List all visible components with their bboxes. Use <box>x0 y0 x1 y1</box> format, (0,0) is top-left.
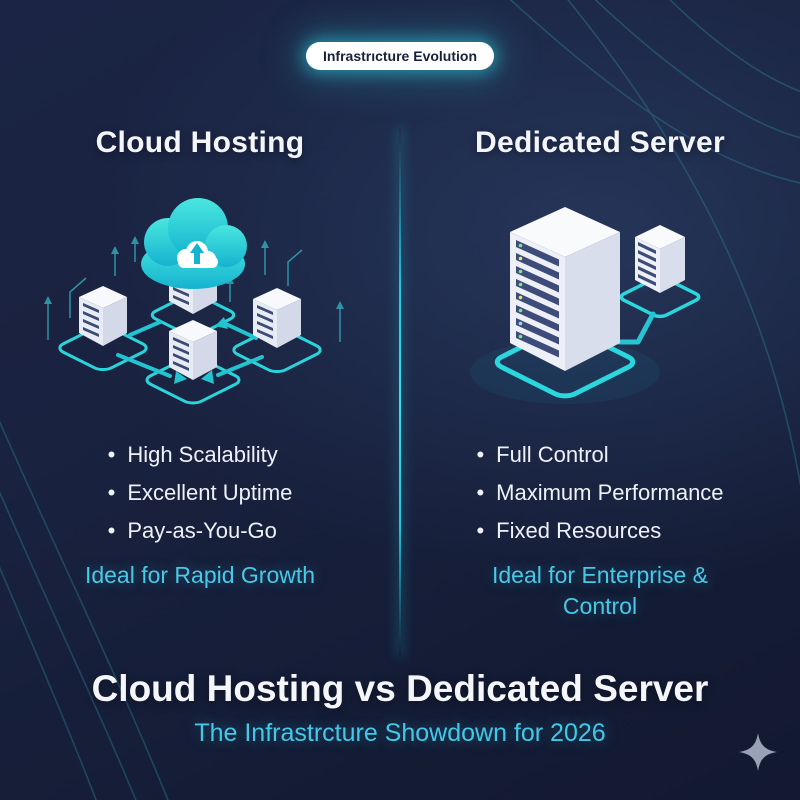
big-server-tower <box>510 207 620 371</box>
small-server-box <box>635 225 685 293</box>
feature-item: Fixed Resources <box>476 512 723 550</box>
cloud-ideal-text: Ideal for Rapid Growth <box>84 562 316 588</box>
feature-item: Excellent Uptime <box>108 474 292 512</box>
feature-item: Pay-as-You-Go <box>108 512 293 550</box>
cloud-network-icon <box>0 180 400 410</box>
badge-label: Infrastrıcture Evolution <box>322 48 478 64</box>
sparkle-icon <box>739 733 777 771</box>
footer-subtitle: The Infrastrcture Showdown for 2026 <box>194 719 606 747</box>
cloud-hosting-column: Cloud Hosting <box>0 118 400 622</box>
feature-item: Full Control <box>476 436 723 474</box>
cloud-hosting-title: Cloud Hosting <box>95 126 305 159</box>
dedicated-ideal-text: Ideal for Enterprise & Control <box>491 562 709 619</box>
footer: Cloud Hosting vs Dedicated Server The In… <box>0 668 800 748</box>
cloud-upload-icon <box>141 198 247 289</box>
cloud-feature-list: High Scalability Excellent Uptime Pay-as… <box>108 436 293 550</box>
feature-item: Maximum Performance <box>476 474 723 512</box>
dedicated-server-title: Dedicated Server <box>475 126 725 159</box>
dedicated-feature-list: Full Control Maximum Performance Fixed R… <box>476 436 723 550</box>
feature-item: High Scalability <box>108 436 293 474</box>
badge-pill: Infrastrıcture Evolution <box>305 42 495 70</box>
column-divider <box>399 128 401 656</box>
comparison-columns: Cloud Hosting <box>0 118 800 622</box>
dedicated-server-column: Dedicated Server <box>400 118 800 622</box>
footer-title: Cloud Hosting vs Dedicated Server <box>91 668 709 709</box>
server-tower-icon <box>400 180 800 410</box>
